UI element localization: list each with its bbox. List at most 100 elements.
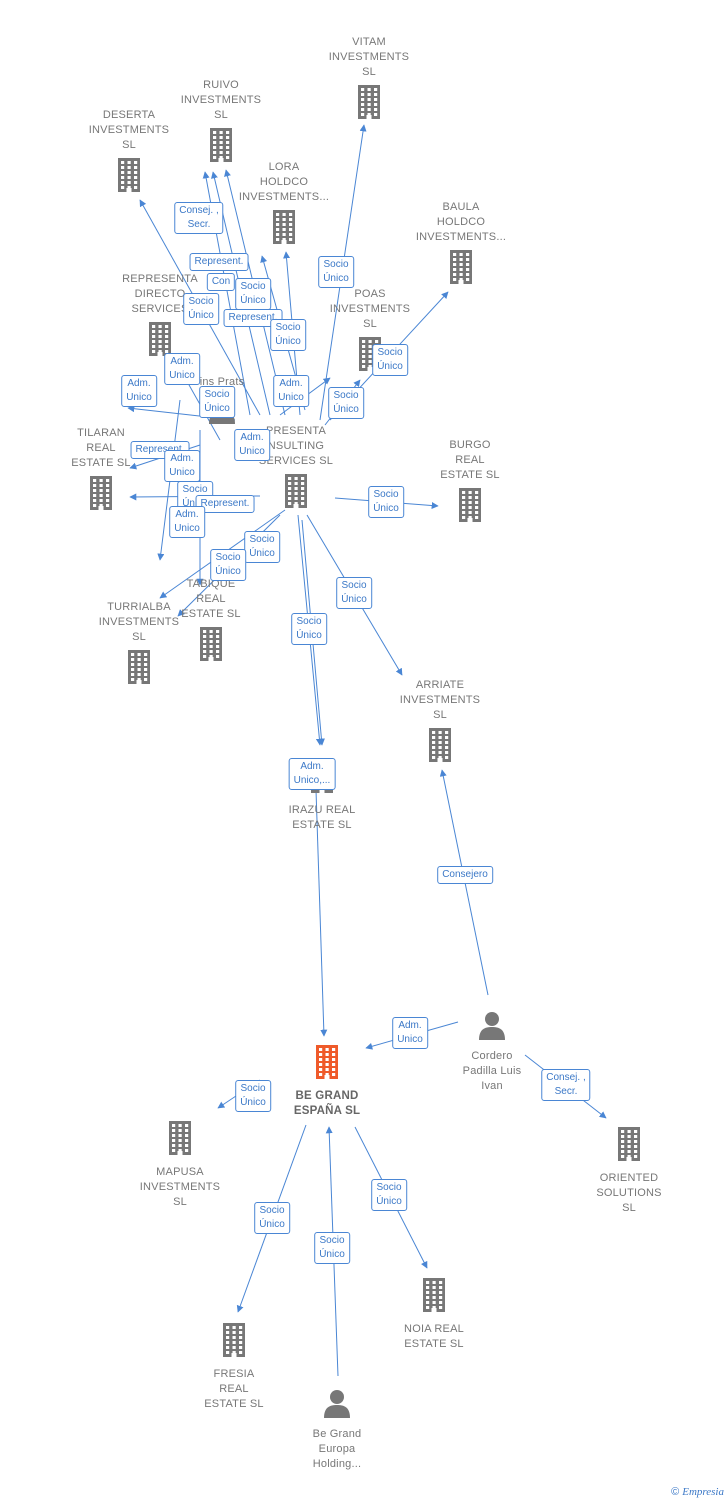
node-label-line: Cordero [471, 1050, 513, 1062]
edge-label-line: Socio [323, 259, 349, 270]
node-label-line: ESPAÑA SL [293, 1105, 361, 1117]
edge-label-line: Socio [296, 616, 322, 627]
node-label-line: PRESENTA [265, 425, 327, 437]
node-label-line: INVESTMENTS [98, 616, 180, 628]
building-icon [426, 727, 454, 768]
edge-label[interactable]: Adm.Unico [273, 375, 309, 407]
node-label-line: SL [214, 109, 228, 121]
node-label-line: SL [362, 66, 376, 78]
edge-label-line: Socio [249, 534, 275, 545]
edge-label-line: Único [323, 273, 349, 284]
edge-label-line: Socio [333, 390, 359, 401]
edge-label-line: Adm. [240, 432, 264, 443]
edge-label[interactable]: Represent. [195, 495, 255, 513]
footer-brand[interactable]: ©Empresia [671, 1486, 724, 1498]
node-label-line: REPRESENTA [122, 273, 198, 285]
edge-label[interactable]: Consej. , Secr. [174, 202, 224, 234]
edge-label[interactable]: Consejero [437, 866, 493, 884]
edge-label[interactable]: Con [206, 273, 236, 291]
edge-label-line: Adm. [175, 509, 199, 520]
node-label-line: SERVICES [131, 303, 189, 315]
node-label-line: SL [132, 631, 146, 643]
edge-label-line: Único [275, 336, 301, 347]
edge-label[interactable]: Represent. [189, 253, 249, 271]
edge-label[interactable]: Represent. [223, 309, 283, 327]
node-label-line: SOLUTIONS [596, 1187, 662, 1199]
edge-label[interactable]: Adm.Unico [121, 375, 157, 407]
edge-label-line: Consej. , [546, 1072, 586, 1083]
building-icon [282, 473, 310, 514]
edge-label-line: Adm. [127, 378, 151, 389]
edge-label[interactable]: Adm.Unico [169, 506, 205, 538]
node-label-line: Ivan [481, 1080, 503, 1092]
node-label-line: SL [122, 139, 136, 151]
node-poas[interactable]: POAS INVESTMENTS SL [310, 287, 430, 377]
edge-label-line: Consej. , [179, 205, 219, 216]
relation-edge [315, 789, 328, 1037]
node-label-line: SL [363, 318, 377, 330]
node-label-line: INVESTMENTS [88, 124, 170, 136]
edge-label[interactable]: Adm.Unico [392, 1017, 428, 1049]
node-label-line: BAULA [442, 201, 480, 213]
node-label-line: Padilla Luis [462, 1065, 522, 1077]
edge-label[interactable]: Consej. ,Secr. [541, 1069, 591, 1101]
node-label-line: POAS [354, 288, 386, 300]
edge-label[interactable]: Adm.Unico [164, 450, 200, 482]
node-label: POAS INVESTMENTS SL [330, 287, 410, 332]
edge-label[interactable]: Adm.Unico,... [288, 758, 336, 790]
edge-label-line: Socio [259, 1205, 285, 1216]
node-label-line: Holding... [312, 1458, 362, 1470]
edge-label[interactable]: Adm.Unico [164, 353, 200, 385]
building-icon [270, 209, 298, 250]
node-label-line: BURGO [449, 439, 491, 451]
node-label-line: REAL [455, 454, 485, 466]
node-label-line: INVESTMENTS [329, 303, 411, 315]
edge-label-line: Unico [169, 370, 195, 381]
edge-label-line: Secr. [187, 219, 211, 230]
edge-label[interactable]: Adm.Unico [234, 429, 270, 461]
edge-label-line: Represent. [135, 444, 185, 455]
node-label-line: INVESTMENTS... [238, 191, 330, 203]
edge-label-line: Unico [278, 392, 304, 403]
